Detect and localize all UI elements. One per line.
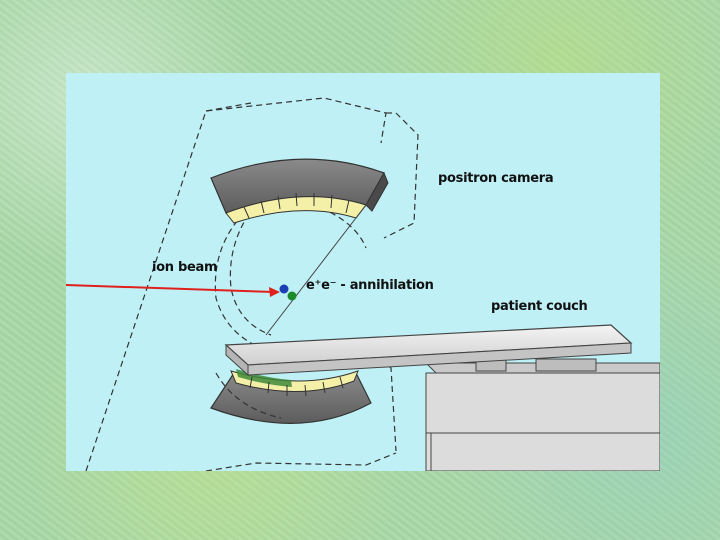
- gantry-outline-lower: [215, 372, 282, 419]
- diagram-panel: positron camera ion beam e⁺e⁻ - annihila…: [66, 73, 660, 471]
- lor-line: [265, 200, 370, 336]
- label-patient-couch: patient couch: [491, 299, 588, 314]
- detector-upper: [210, 158, 389, 224]
- couch-base: [424, 358, 660, 471]
- patient-couch: [224, 324, 633, 377]
- annihilation-point: [279, 284, 297, 301]
- label-annihilation: e⁺e⁻ - annihilation: [306, 278, 434, 293]
- label-positron-camera: positron camera: [438, 171, 554, 186]
- pet-diagram: [66, 97, 660, 471]
- ion-beam-arrow: [66, 284, 280, 297]
- label-ion-beam: ion beam: [152, 260, 218, 275]
